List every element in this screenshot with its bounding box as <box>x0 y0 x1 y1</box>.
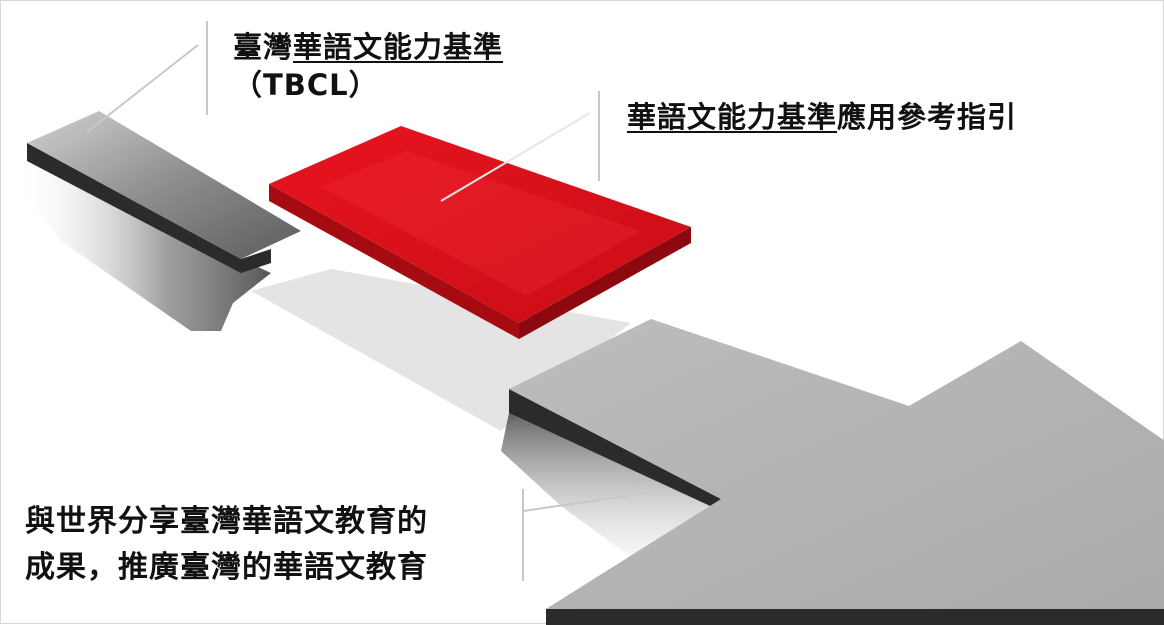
left-slab-edge <box>27 143 271 273</box>
big-arrow-edge <box>509 389 721 511</box>
label-tbcl-line1: 臺灣華語文能力基準 <box>233 29 503 67</box>
label-tbcl-underlined: 華語文能力基準 <box>293 30 504 64</box>
red-slab-top <box>269 126 691 323</box>
label-tbcl-prefix: 臺灣 <box>233 30 294 64</box>
left-slab-top <box>27 111 301 259</box>
red-slab-highlight <box>321 151 641 296</box>
label-guide: 華語文能力基準應用參考指引 <box>627 99 1017 137</box>
big-arrow-top <box>509 319 1164 609</box>
label-share-line2: 成果，推廣臺灣的華語文教育 <box>25 550 428 585</box>
left-slab-shadow <box>13 161 271 331</box>
red-slab-front-side <box>269 184 519 339</box>
label-guide-underlined: 華語文能力基準 <box>627 100 838 134</box>
label-tbcl: 臺灣華語文能力基準 （TBCL） <box>233 29 503 104</box>
share-leader-horizontal <box>522 490 662 512</box>
label-guide-suffix: 應用參考指引 <box>837 100 1018 134</box>
red-slab-right-side <box>519 227 691 339</box>
label-tbcl-line2: （TBCL） <box>233 67 379 102</box>
label-share-line1: 與世界分享臺灣華語文教育的 <box>25 504 428 539</box>
tbcl-leader-diagonal <box>86 44 199 133</box>
guide-leader-diagonal <box>440 112 591 202</box>
label-share: 與世界分享臺灣華語文教育的 成果，推廣臺灣的華語文教育 <box>25 499 428 591</box>
big-arrow-base-edge <box>546 609 1164 625</box>
